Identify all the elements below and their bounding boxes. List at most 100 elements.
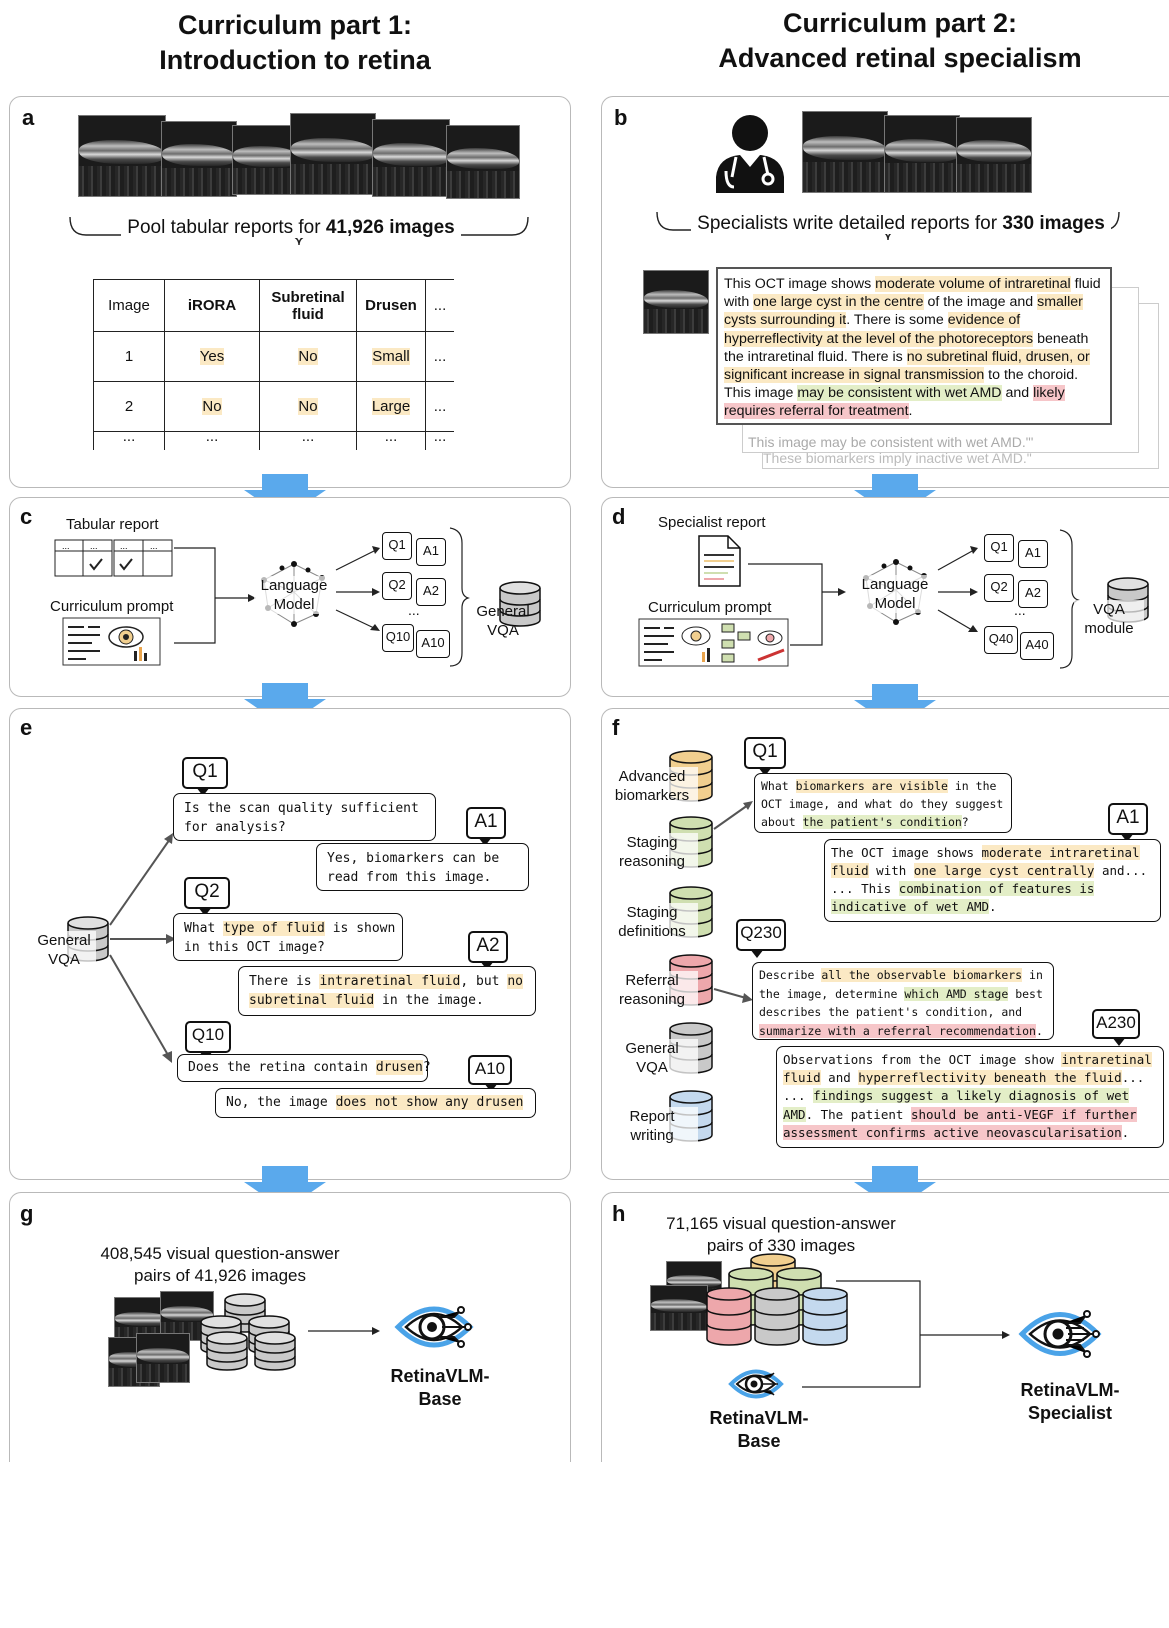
model-line: RetinaVLM- [390,1366,490,1386]
curriculum-prompt-label: Curriculum prompt [50,598,174,615]
text-segment: to the choroid. This image [724,367,1079,402]
question-icon: Q1 [382,532,412,560]
text-segment: in the image. [374,993,484,1008]
highlighted-text: hyperreflectivity beneath the fluid [858,1070,1122,1086]
dataset-label-line: Staging [626,834,678,851]
highlighted-text: no subretinal fluid, drusen [906,348,1070,365]
specialist-report-text: This OCT image shows moderate volume of … [716,267,1112,425]
text-segment: and [820,1070,859,1086]
dataset-stack-icons [706,1253,848,1346]
oct-image [136,1333,190,1383]
text-segment: beneath the intraretinal fluid. There is [724,330,1089,365]
highlighted-text: summarize with a referral recommendation [759,1023,1036,1038]
report-behind-text: This image may be consistent with wet AM… [748,434,1034,450]
highlighted-text: biomarkers are visible [795,779,948,793]
highlighted-text: type of fluid [223,921,325,936]
dataset-item: Staging reasoning [606,815,722,877]
a-tag: A10 [468,1055,512,1092]
database-stack [200,1293,296,1371]
question-bubble: What biomarkers are visible in the OCT i… [754,773,1012,833]
panel-h-label: h [612,1201,626,1226]
database-icon [802,1287,848,1346]
svg-text:...: ... [62,541,70,551]
pool-bold: 41,926 images [325,217,455,238]
specialist-report-label: Specialist report [658,514,766,531]
q-tag: Q1 [182,757,228,796]
highlighted-text: drusen [375,1060,423,1075]
db-label-line: module [1084,620,1134,637]
text-segment: . [1121,1124,1130,1140]
svg-text:...: ... [150,541,158,551]
model-line: Specialist [1027,1403,1113,1423]
panel-g-label: g [20,1201,34,1226]
text-segment: Does the retina contain [188,1060,376,1075]
h-connectors [802,1280,1010,1388]
tabular-report-table: Image iRORA Subretinal fluid Drusen ... … [93,279,454,450]
oct-image [802,111,888,193]
oct-image [78,115,166,197]
answer-icon: A2 [416,578,446,606]
spec-text: Specialists write detailed reports for [697,213,1003,234]
answer-icon: A1 [1018,540,1048,568]
text-segment: with [868,863,914,878]
h-caption-line: pairs of 330 images [706,1236,856,1255]
text-segment: This OCT image shows [724,276,876,292]
highlighted-text: one large cyst in the centre [753,294,924,311]
text-segment: in the image, determine [759,968,1043,1001]
db-label-line: VQA [487,622,519,639]
table-cell: ... [425,429,454,450]
table-row: ... ... ... ... ... [93,429,454,450]
lm-line: Language [861,576,929,593]
question-bubble: Is the scan quality sufficient for analy… [173,793,436,841]
retinavlm-specialist-eye-icon [1018,1310,1102,1358]
panel-c: c Tabular report ............ Curriculum… [9,497,571,697]
spec-caption: Specialists write detailed reports for 3… [602,213,1169,235]
brace [69,216,529,246]
model-line: Base [418,1389,462,1409]
answer-icon: A40 [1020,632,1054,660]
oct-image [161,121,237,197]
panel-a-label: a [22,105,35,130]
panel-b-label: b [614,105,628,130]
pool-text: Pool tabular reports for [127,217,326,238]
text-segment: . [989,899,997,914]
text-segment: best describes the patient's condition, … [759,986,1043,1020]
oct-image [884,115,960,193]
answer-bubble: Observations from the OCT image show int… [776,1046,1164,1148]
down-arrow [244,1166,326,1210]
answer-bubble: There is intraretinal fluid, but no subr… [238,966,536,1016]
highlighted-text: one large cyst centrally [913,863,1095,878]
table-cell: Large [371,398,411,415]
dataset-label-line: Report [629,1108,675,1125]
answer-icon: A10 [416,630,450,658]
question-bubble: Describe all the observable biomarkers i… [752,962,1054,1040]
q-tag: Q230 [736,919,786,958]
text-segment: is shown in this OCT image? [184,921,396,955]
db-label-line: VQA [1093,601,1125,618]
database-icon [706,1287,752,1346]
text-segment: Describe [759,968,822,982]
text-segment: What [761,779,796,793]
answer-icon: A2 [1018,580,1048,608]
highlighted-text: does not show any drusen [335,1095,524,1110]
a-tag: A2 [468,931,508,970]
database-stack [706,1253,848,1346]
q-tag: Q1 [744,737,786,776]
left-title: Curriculum part 1: Introduction to retin… [100,8,490,78]
dataset-label-line: reasoning [619,853,685,870]
question-icon: Q10 [382,624,414,652]
panel-d-label: d [612,504,626,529]
spec-bold: 330 images [1002,213,1105,234]
a-tag: A1 [466,807,506,846]
highlighted-text: intraretinal fluid [319,974,461,989]
answer-bubble: The OCT image shows moderate intraretina… [824,839,1161,922]
dataset-label-line: General [625,1040,679,1057]
panel-e-label: e [20,715,33,740]
text-segment: Observations from the OCT image show [783,1052,1062,1067]
